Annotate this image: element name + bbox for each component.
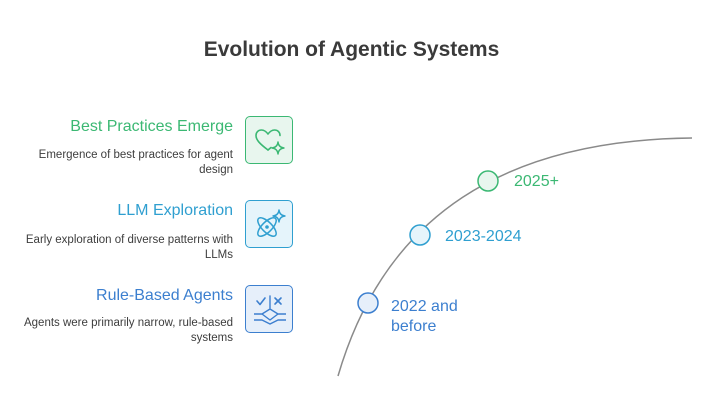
- diagram-title: Evolution of Agentic Systems: [203, 38, 500, 61]
- check-cross-rules-icon: [245, 285, 293, 333]
- stage-description-rule-based: Agents were primarily narrow, rule-based…: [23, 317, 233, 344]
- milestone-label-2025: 2025+: [514, 173, 559, 190]
- milestone-label-2022: 2022 and before: [391, 298, 458, 335]
- stage-title-rule-based: Rule-Based Agents: [96, 287, 233, 304]
- heart-sparkle-icon: [245, 116, 293, 164]
- milestone-marker-2022: [357, 292, 379, 314]
- milestone-marker-2025: [477, 170, 499, 192]
- stage-title-best-practices: Best Practices Emerge: [70, 118, 233, 135]
- milestone-label-2023-2024: 2023-2024: [445, 228, 522, 245]
- atom-sparkle-icon: [245, 200, 293, 248]
- milestone-marker-2023-2024: [409, 224, 431, 246]
- stage-description-best-practices: Emergence of best practices for agent de…: [38, 149, 233, 176]
- stage-title-llm-exploration: LLM Exploration: [117, 202, 233, 219]
- stage-description-llm-exploration: Early exploration of diverse patterns wi…: [25, 234, 233, 261]
